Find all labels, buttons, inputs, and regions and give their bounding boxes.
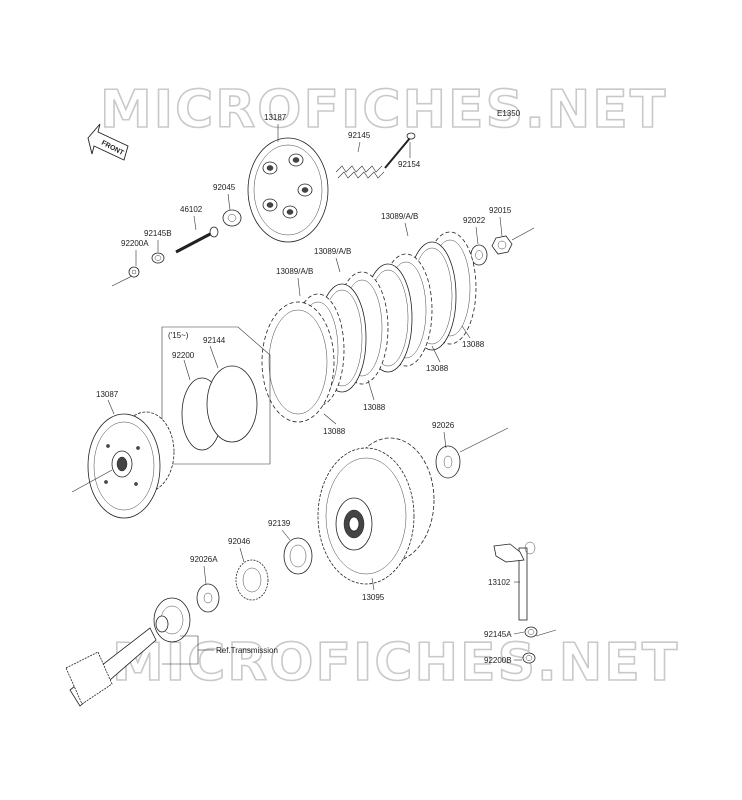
watermark-bottom: MICROFICHES.NET xyxy=(112,633,679,693)
part-label-92045: 92045 xyxy=(213,183,236,192)
part-label-13088-mid1: 13088 xyxy=(426,364,449,373)
release-shaft xyxy=(493,541,536,621)
diagram-code: E1350 xyxy=(497,109,521,118)
part-label-92022: 92022 xyxy=(463,216,486,225)
part-label-13089-left: 13089/A/B xyxy=(276,267,313,276)
part-label-92026a: 92026A xyxy=(190,555,218,564)
part-label-13095: 13095 xyxy=(362,593,385,602)
part-label-46102: 46102 xyxy=(180,205,203,214)
part-label-92139: 92139 xyxy=(268,519,291,528)
needle-bearing xyxy=(235,559,269,601)
washer-92026a xyxy=(196,583,220,613)
part-label-13089-top: 13089/A/B xyxy=(381,212,418,221)
leader-lines xyxy=(107,124,525,661)
pressure-plate xyxy=(247,137,329,243)
part-label-13088-right: 13088 xyxy=(462,340,485,349)
nut xyxy=(491,235,513,255)
group-bracket-label: ('15~) xyxy=(168,331,189,340)
part-label-92026: 92026 xyxy=(432,421,455,430)
part-label-92200: 92200 xyxy=(172,351,195,360)
part-label-13088-mid2: 13088 xyxy=(363,403,386,412)
part-label-92145a: 92145A xyxy=(484,630,512,639)
clutch-plates xyxy=(261,231,477,423)
part-label-92145: 92145 xyxy=(348,131,371,140)
part-label-13087: 13087 xyxy=(96,390,119,399)
part-label-92015: 92015 xyxy=(489,206,512,215)
push-rod xyxy=(175,226,219,254)
part-label-92154: 92154 xyxy=(398,160,421,169)
part-label-92200a: 92200A xyxy=(121,239,149,248)
part-label-13089-mid: 13089/A/B xyxy=(314,247,351,256)
part-label-92144: 92144 xyxy=(203,336,226,345)
collar xyxy=(283,537,313,575)
part-label-13102: 13102 xyxy=(488,578,511,587)
washer-92022 xyxy=(470,244,488,266)
clutch-hub xyxy=(317,437,435,585)
bearing xyxy=(222,209,242,227)
part-label-92200b: 92200B xyxy=(484,656,512,665)
shaft-spring xyxy=(524,626,538,638)
clutch-housing xyxy=(87,411,175,519)
part-label-13187: 13187 xyxy=(264,113,287,122)
thrust-washer xyxy=(435,445,461,479)
ref-transmission-note: Ref.Transmission xyxy=(216,646,278,655)
bolt xyxy=(384,132,416,169)
washer xyxy=(128,266,140,278)
part-label-13088-left: 13088 xyxy=(323,427,346,436)
watermark-top: MICROFICHES.NET xyxy=(100,80,667,140)
clutch-spring xyxy=(335,165,385,179)
shaft-washer xyxy=(522,652,536,664)
part-label-92145b: 92145B xyxy=(144,229,172,238)
group-bracket: ('15~) xyxy=(161,326,271,465)
ball-bearing xyxy=(153,597,191,643)
part-labels: 13187 92145 92154 92045 46102 92145B 922… xyxy=(96,113,512,665)
small-spring xyxy=(151,252,165,264)
part-label-92046: 92046 xyxy=(228,537,251,546)
input-shaft xyxy=(65,627,157,707)
